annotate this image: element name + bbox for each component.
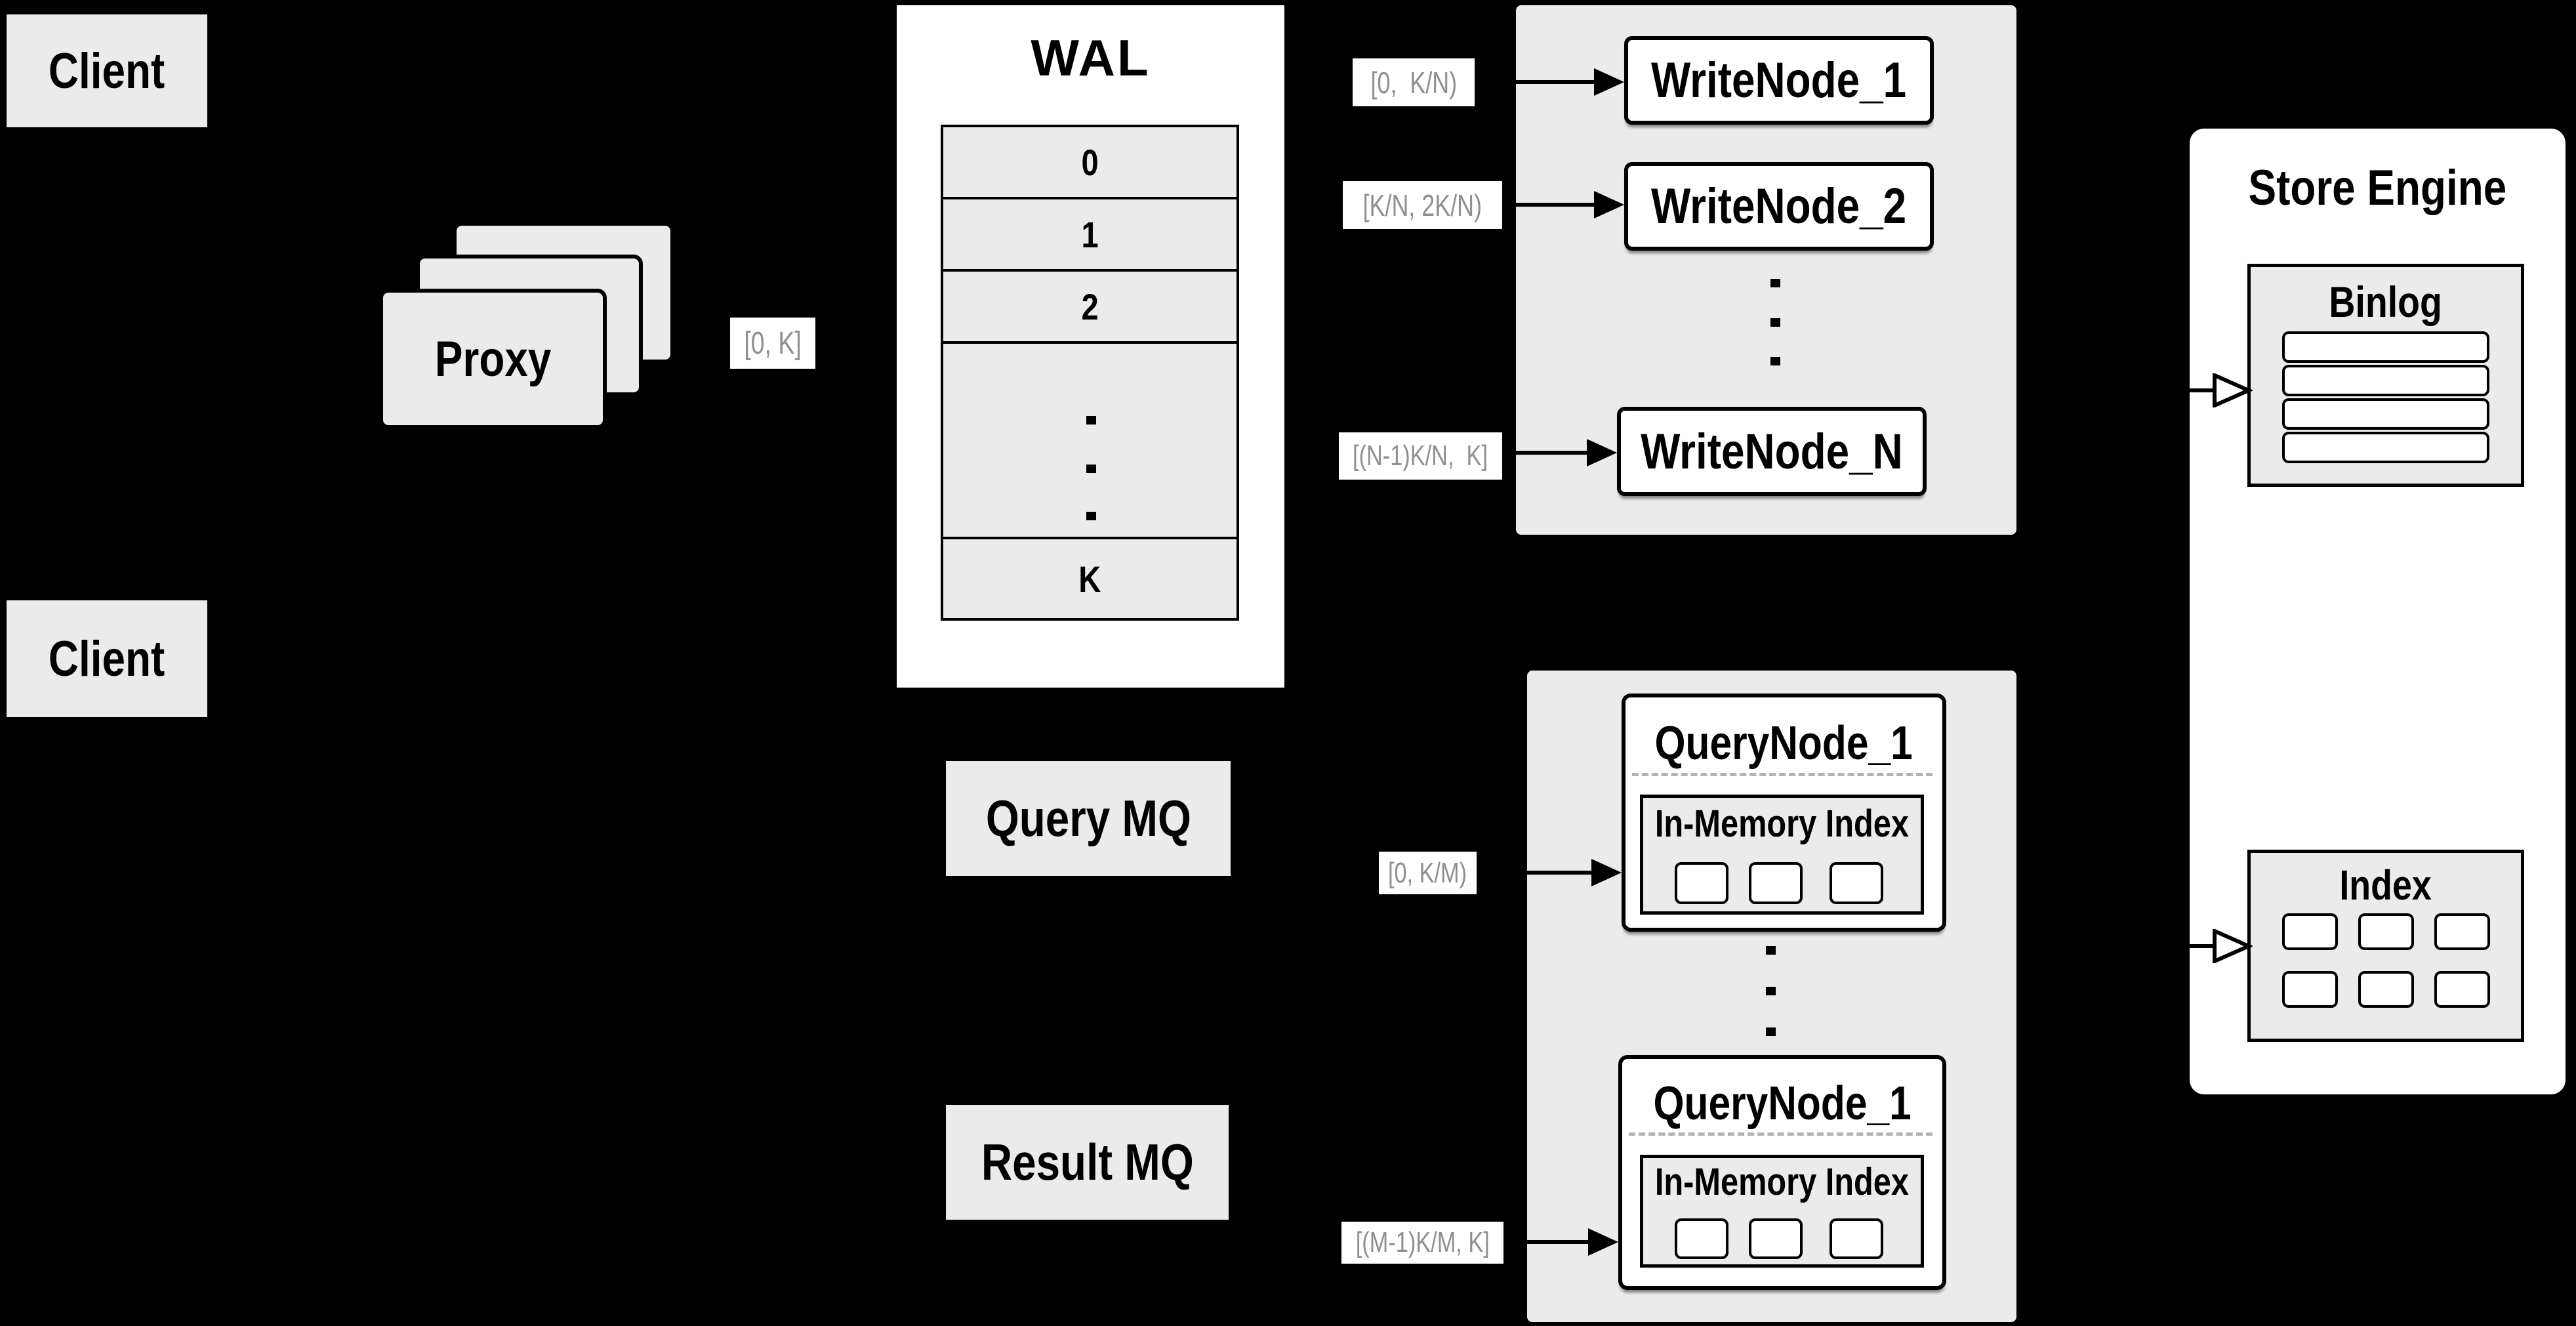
writenode-1-box: WriteNode_1 — [1624, 36, 1934, 125]
arrowhead-writenode2 — [1594, 191, 1624, 218]
querynode-bottom-box: QueryNode_1 In-Memory Index — [1618, 1055, 1946, 1290]
proxy-label: Proxy — [434, 331, 552, 387]
arrow-to-writenodeN — [1503, 451, 1589, 455]
querynode-top-title: QueryNode_1 — [1654, 717, 1913, 770]
memory-segment — [1749, 1218, 1803, 1259]
arrow-to-binlog — [2173, 373, 2253, 407]
binlog-row — [2282, 331, 2489, 363]
index-title: Index — [2339, 861, 2432, 909]
writenode-n-box: WriteNode_N — [1617, 407, 1927, 496]
ellipsis-dot — [1770, 279, 1780, 287]
result-mq-box: Result MQ — [946, 1105, 1229, 1220]
arrow-to-index — [2173, 929, 2253, 963]
memory-segment — [1675, 862, 1728, 904]
arrowhead-querynode-bottom — [1588, 1228, 1618, 1256]
index-segment — [2434, 971, 2490, 1008]
memory-segment — [1675, 1218, 1728, 1259]
proxy-card-front: Proxy — [379, 289, 607, 429]
dashed-separator — [1629, 1132, 1932, 1136]
ellipsis-dot — [1770, 357, 1780, 365]
index-segment — [2282, 913, 2338, 950]
ellipsis-dot — [1766, 946, 1776, 955]
write2-range-label: [K/N, 2K/N) — [1343, 181, 1502, 229]
binlog-row — [2282, 432, 2489, 463]
querynode-top-box: QueryNode_1 In-Memory Index — [1622, 694, 1946, 932]
arrow-to-writenode1 — [1476, 80, 1597, 84]
ellipsis-dot — [1086, 512, 1096, 520]
binlog-title: Binlog — [2329, 278, 2443, 326]
binlog-row — [2282, 398, 2489, 430]
querynode-bottom-title: QueryNode_1 — [1653, 1077, 1912, 1130]
ellipsis-dot — [1770, 318, 1780, 327]
store-engine-title: Store Engine — [2248, 159, 2507, 216]
ellipsis-dot — [1766, 987, 1776, 995]
arrowhead-writenode1 — [1594, 68, 1624, 96]
arrowhead-querynode-top — [1591, 859, 1622, 886]
in-memory-index-top-title: In-Memory Index — [1654, 802, 1910, 845]
client-bottom-label: Client — [49, 631, 165, 687]
store-engine-box: Store Engine Binlog Index — [2190, 129, 2566, 1094]
memory-segment — [1830, 1218, 1883, 1259]
write1-range-label: [0, K/N) — [1353, 58, 1475, 106]
arrow-to-querynode-top — [1478, 871, 1594, 875]
wal-row-ellipsis — [941, 341, 1239, 539]
wal-row-1: 1 — [941, 197, 1239, 272]
in-memory-index-bottom-title: In-Memory Index — [1654, 1160, 1910, 1203]
index-box: Index — [2247, 850, 2524, 1042]
query1-range-label: [0, K/M) — [1379, 852, 1477, 894]
client-top-box: Client — [7, 14, 207, 127]
client-top-label: Client — [49, 43, 165, 99]
wal-box: WAL 0 1 2 K — [897, 5, 1284, 688]
in-memory-index-bottom: In-Memory Index — [1640, 1155, 1924, 1268]
ellipsis-dot — [1766, 1027, 1776, 1036]
index-segment — [2358, 971, 2414, 1008]
arrow-to-querynode-bottom — [1505, 1240, 1591, 1244]
wal-row-k: K — [941, 537, 1239, 621]
queryM-range-label: [(M-1)K/M, K] — [1341, 1222, 1503, 1264]
index-segment — [2282, 971, 2338, 1008]
ellipsis-dot — [1086, 416, 1096, 425]
client-bottom-box: Client — [7, 600, 207, 717]
query-mq-box: Query MQ — [946, 761, 1231, 876]
index-segment — [2434, 913, 2490, 950]
binlog-box: Binlog — [2247, 264, 2524, 487]
proxy-range-label: [0, K] — [730, 318, 815, 369]
memory-segment — [1830, 862, 1883, 904]
index-segment — [2358, 913, 2414, 950]
memory-segment — [1749, 862, 1803, 904]
arrowhead-writenodeN — [1587, 439, 1617, 466]
wal-row-2: 2 — [941, 269, 1239, 344]
binlog-row — [2282, 365, 2489, 396]
wal-row-0: 0 — [941, 125, 1239, 199]
writenode-2-box: WriteNode_2 — [1624, 162, 1934, 251]
dashed-separator — [1632, 773, 1932, 776]
ellipsis-dot — [1086, 465, 1096, 473]
in-memory-index-top: In-Memory Index — [1640, 795, 1924, 915]
arrow-to-writenode2 — [1503, 203, 1597, 207]
wal-title: WAL — [1031, 28, 1151, 87]
writeN-range-label: [(N-1)K/N, K] — [1339, 432, 1502, 480]
